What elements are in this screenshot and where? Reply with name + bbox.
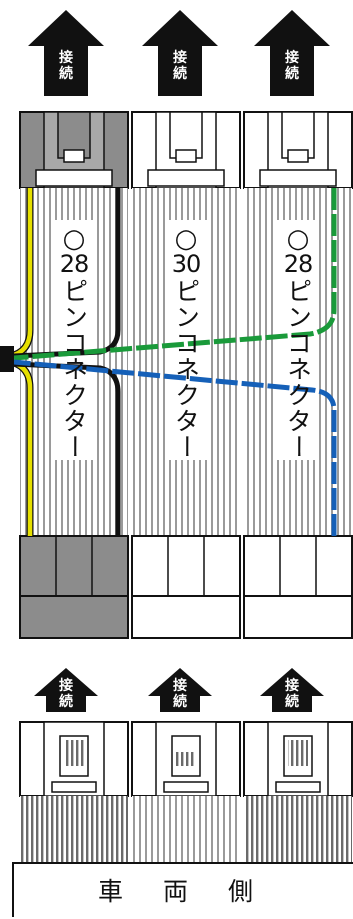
connector-3-pins: 28 [283, 250, 314, 278]
connector-1-circle: ○ [62, 224, 86, 254]
vehicle-connector-1 [19, 721, 129, 862]
connect-arrow-5 [148, 668, 212, 712]
connect-label-6: 接続 [285, 678, 299, 710]
connector-2-pins: 30 [171, 250, 202, 278]
connect-label-5: 接続 [173, 678, 187, 710]
connect-arrow-4 [34, 668, 98, 712]
connect-arrow-1 [28, 10, 104, 96]
connector-2-circle: ○ [174, 224, 198, 254]
connect-label-2: 接続 [173, 50, 187, 82]
connector-2-text: ピンコネクター [171, 278, 201, 460]
harness-plug [0, 346, 14, 372]
vehicle-connector-2 [131, 721, 241, 862]
vehicle-side-label: 車 両 側 [12, 862, 353, 917]
connect-arrow-3 [254, 10, 330, 96]
label-panel-1 [53, 220, 95, 460]
connector-label-2: ○ 30 ピンコネクター [171, 224, 202, 460]
connector-label-1: ○ 28 ピンコネクター [59, 224, 90, 460]
connector-3-text: ピンコネクター [283, 278, 313, 460]
connect-label-3: 接続 [285, 50, 299, 82]
connect-arrow-6 [260, 668, 324, 712]
connector-label-3: ○ 28 ピンコネクター [283, 224, 314, 460]
vehicle-connector-3 [243, 721, 353, 862]
label-panel-3 [277, 220, 319, 460]
green-wire [13, 188, 337, 361]
connector-1-text: ピンコネクター [59, 278, 89, 460]
connector-1-pins: 28 [59, 250, 90, 278]
connect-arrow-2 [142, 10, 218, 96]
connect-label-4: 接続 [59, 678, 73, 710]
label-panel-2 [165, 220, 207, 460]
connect-label-1: 接続 [59, 50, 73, 82]
connector-3-circle: ○ [286, 224, 310, 254]
blue-wire [13, 359, 337, 536]
